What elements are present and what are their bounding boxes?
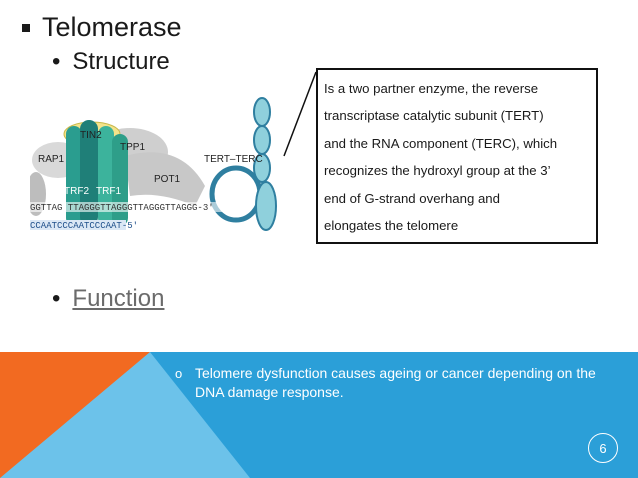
bullet-dot-icon: • bbox=[52, 285, 61, 312]
trf2-pillar-b bbox=[80, 120, 98, 226]
label-trf2: TRF2 bbox=[64, 186, 89, 197]
terc-lobe-2 bbox=[253, 125, 271, 155]
definition-line: end of G-strand overhang and bbox=[324, 190, 500, 206]
footer-bullet-marker: o bbox=[175, 366, 183, 381]
terc-lobe-1 bbox=[253, 97, 271, 127]
definition-textbox: Is a two partner enzyme, the reverse tra… bbox=[316, 68, 598, 244]
definition-line: transcriptase catalytic subunit (TERT) bbox=[324, 108, 544, 124]
tert-ring bbox=[209, 165, 263, 223]
label-tpp1: TPP1 bbox=[120, 142, 145, 153]
bullet-dot-icon: • bbox=[52, 48, 61, 75]
label-trf1: TRF1 bbox=[96, 186, 121, 197]
footer-bullet-text: Telomere dysfunction causes ageing or ca… bbox=[195, 365, 596, 400]
function-bullet: • Function bbox=[52, 285, 164, 313]
callout-pointer-line bbox=[283, 71, 317, 157]
label-tin2: TIN2 bbox=[80, 130, 102, 141]
terc-lobe-3 bbox=[253, 153, 271, 183]
footer-bullet: o Telomere dysfunction causes ageing or … bbox=[175, 364, 615, 402]
trf1-pillar-a bbox=[98, 126, 114, 226]
page-number: 6 bbox=[588, 433, 618, 463]
definition-line: and the RNA component (TERC), which bbox=[324, 135, 558, 151]
telomere-structure-diagram: TIN2 RAP1 TPP1 POT1 TRF2 TRF1 TERT–TERC … bbox=[30, 97, 277, 231]
square-bullet-icon bbox=[22, 23, 30, 32]
pot1-shape bbox=[125, 152, 205, 206]
label-rap1: RAP1 bbox=[38, 154, 65, 165]
terc-lobe-4 bbox=[255, 181, 277, 231]
definition-line: elongates the telomere bbox=[324, 218, 459, 234]
definition-line: Is a two partner enzyme, the reverse bbox=[324, 81, 539, 96]
structure-bullet: • Structure bbox=[52, 48, 170, 76]
dna-top-strand bbox=[30, 202, 240, 212]
definition-line: recognizes the hydroxyl group at the 3’ bbox=[324, 163, 551, 179]
structure-text: Structure bbox=[72, 48, 170, 75]
dna-bottom-strand bbox=[30, 220, 126, 230]
label-tert-terc: TERT–TERC bbox=[204, 154, 263, 165]
label-pot1: POT1 bbox=[154, 174, 181, 185]
function-link[interactable]: Function bbox=[72, 285, 165, 312]
trf2-pillar-a bbox=[66, 126, 82, 226]
heading-text: Telomerase bbox=[42, 12, 182, 42]
footer-banner bbox=[0, 352, 638, 478]
heading-bullet: Telomerase bbox=[22, 12, 182, 43]
label-top-strand: GGTTAG TTAGGGTTAGGGTTAGGGTTAGGG-3' bbox=[30, 203, 214, 213]
label-bottom-strand: CCAATCCCAATCCCAAT-5' bbox=[30, 221, 138, 231]
footer-orange-triangle bbox=[0, 352, 150, 478]
